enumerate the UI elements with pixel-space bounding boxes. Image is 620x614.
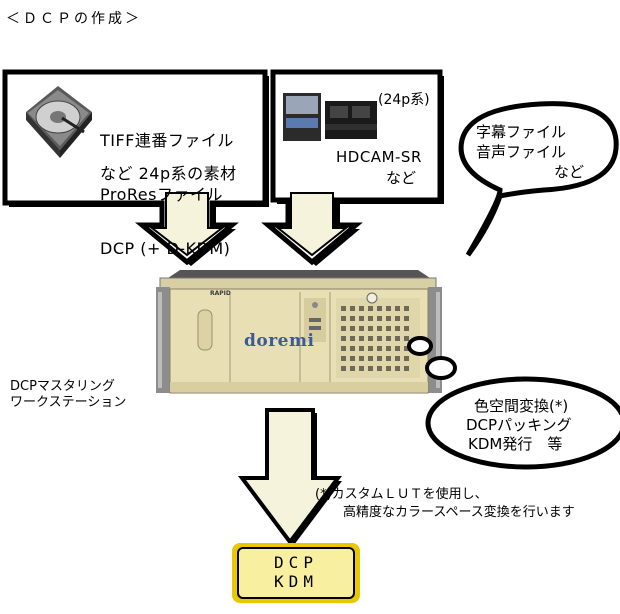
source-arrow-left [149, 192, 225, 257]
brand-text: doremi [244, 331, 315, 351]
output-line-kdm: KDM [274, 572, 318, 591]
process-text: 色空間変換(*) DCPパッキング KDM発行 等 [462, 397, 602, 454]
workstation-label-line: ワークステーション [10, 395, 127, 410]
output-box: DCP KDM [232, 543, 360, 603]
audio-subs-bubble [458, 101, 619, 257]
workstation-label-line: DCPマスタリング [10, 379, 115, 394]
output-line-dcp: DCP [274, 553, 318, 572]
source-right-etc: など [386, 169, 417, 187]
process-thought-bubble [407, 336, 620, 470]
bubble-line: 音声ファイル [476, 143, 567, 161]
workstation-image [156, 270, 442, 394]
process-line: KDM発行 等 [468, 435, 563, 453]
source-left-text: TIFF連番ファイル ProResファイル DCP (+ D-KDM) [100, 96, 234, 276]
source-left-extra: など 24p系の素材 [100, 164, 237, 183]
bubble-line: など [554, 163, 585, 181]
workstation-model: RAPID [210, 290, 231, 297]
workstation-brand-logo: doremi [244, 331, 314, 351]
bubble-line: 字幕ファイル [476, 123, 567, 141]
output-arrow [238, 408, 342, 546]
footnote-line-2: 高精度なカラースペース変換を行います [343, 505, 575, 520]
process-line: 色空間変換(*) [474, 397, 569, 415]
hdcam-tape-icon [283, 93, 377, 141]
footnote: (*)カスタムＬＵＴを使用し、 高精度なカラースペース変換を行います [315, 486, 575, 522]
source-arrow-right [275, 192, 349, 257]
workstation-grille [341, 306, 409, 371]
source-left-line: DCP (+ D-KDM) [100, 239, 231, 258]
output-box-fill [237, 547, 355, 599]
hard-disk-icon [26, 86, 92, 158]
source-right-format-note: (24p系) [378, 92, 430, 108]
source-right-name: HDCAM-SR [336, 148, 422, 166]
workstation-label: DCPマスタリング ワークステーション [10, 379, 126, 411]
audio-subs-text: 字幕ファイル 音声ファイル など [476, 122, 606, 182]
source-left-line: TIFF連番ファイル [100, 131, 234, 150]
footnote-line-1: (*)カスタムＬＵＴを使用し、 [315, 487, 488, 502]
page-title: ＜ＤＣＰの作成＞ [6, 11, 142, 27]
source-left-line: ProResファイル [100, 185, 223, 204]
process-line: DCPパッキング [466, 416, 572, 434]
